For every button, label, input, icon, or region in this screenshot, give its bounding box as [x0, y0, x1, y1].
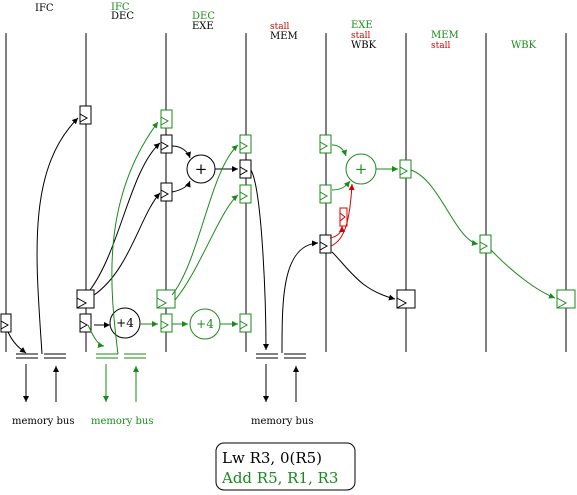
stage-label-col2-line1: IFC	[111, 2, 130, 13]
stage-label-col3-line2: EXE	[192, 21, 214, 32]
wires-green	[87, 121, 556, 355]
latch	[0, 313, 12, 333]
latch	[239, 184, 252, 204]
adder-label: +4	[196, 317, 214, 331]
latch	[79, 105, 92, 125]
stage-label-col6-line2: stall	[431, 41, 450, 51]
latch	[160, 182, 173, 202]
adder-label: +4	[116, 316, 134, 330]
stage-label-col7-line1: WBK	[511, 40, 537, 51]
adder-plus4-green: +4	[189, 308, 221, 340]
latches-black	[0, 105, 416, 333]
stall-latch	[339, 207, 348, 227]
stage-label-col4-line2: MEM	[270, 31, 298, 42]
wires-black	[7, 117, 396, 355]
adder-label: +	[355, 160, 368, 178]
stage-label-col5-line2: stall	[351, 31, 370, 41]
stage-labels: IFC IFC DEC DEC EXE stall MEM EXE stall …	[35, 2, 537, 51]
latch	[399, 159, 412, 179]
latch	[76, 289, 95, 309]
memory-bus-interface-2	[96, 353, 146, 402]
latch	[160, 313, 173, 333]
stage-label-col6-line1: MEM	[431, 30, 459, 41]
instruction-legend: Lw R3, 0(R5) Add R5, R1, R3	[215, 442, 356, 491]
memory-bus-interface-1	[16, 353, 66, 402]
stage-label-col4-line1: stall	[270, 22, 289, 32]
stage-label-col1-line1: IFC	[35, 3, 54, 14]
adder-plus4-ifc: +4	[109, 307, 141, 339]
latch	[319, 184, 332, 204]
adder-plus-exe: +	[345, 153, 377, 185]
adder-label: +	[195, 160, 208, 178]
memory-bus-label-3: memory bus	[251, 416, 314, 427]
memory-bus-label-1: memory bus	[12, 416, 75, 427]
latch	[319, 134, 332, 154]
stage-label-col5-line3: WBK	[351, 40, 377, 51]
latch	[156, 289, 176, 309]
latch	[319, 234, 332, 254]
latch	[239, 313, 252, 333]
latch	[239, 159, 252, 179]
stage-label-col5-line1: EXE	[351, 20, 373, 31]
adder-plus-dec: +	[186, 154, 216, 184]
instruction-add: Add R5, R1, R3	[221, 469, 338, 487]
latches-green	[156, 109, 576, 333]
latch	[239, 134, 252, 154]
wires-red	[329, 183, 355, 247]
memory-bus-label-2: memory bus	[91, 416, 154, 427]
stage-label-col3-line1: DEC	[192, 11, 215, 22]
stage-label-col2-line2: DEC	[111, 11, 134, 22]
instruction-lw: Lw R3, 0(R5)	[222, 449, 322, 467]
memory-bus-interface-3	[256, 353, 306, 402]
latch	[79, 313, 92, 333]
latch	[396, 289, 416, 309]
latch	[556, 289, 576, 309]
latch	[479, 234, 492, 254]
latch	[160, 109, 173, 129]
latch	[160, 134, 173, 154]
